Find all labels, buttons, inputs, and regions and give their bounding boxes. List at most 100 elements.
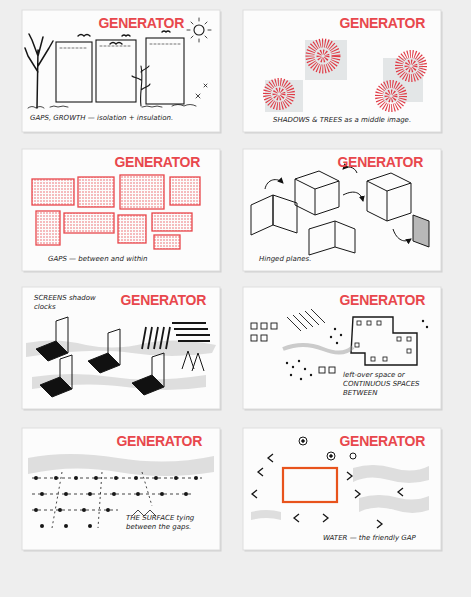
sun — [194, 25, 204, 35]
chevron — [268, 454, 273, 462]
column-square — [377, 321, 381, 325]
building-outline — [351, 317, 417, 365]
chevron — [377, 520, 382, 528]
text-slot: GENERATOR — [99, 16, 184, 31]
text-slot: THE SURFACE tying between the gaps. — [126, 514, 214, 532]
generator-card: GENERATORSCREENS shadow clocks — [22, 287, 220, 409]
standing-screen — [60, 355, 72, 389]
dot — [134, 476, 138, 480]
generator-card: GENERATOR left-over space or CONTINUOUS S… — [243, 287, 441, 409]
birds — [78, 31, 170, 44]
panel-edge — [60, 44, 180, 48]
grey-wash — [283, 345, 353, 353]
dot — [184, 492, 188, 496]
small-square — [251, 323, 257, 329]
chevron-marks — [252, 454, 403, 528]
turn-arrow — [343, 192, 363, 201]
stamped-block — [154, 235, 180, 249]
dot — [88, 492, 92, 496]
stamped-block — [78, 177, 114, 207]
card-sheet — [22, 428, 220, 550]
dot — [64, 492, 68, 496]
hinged-planes-sketch — [251, 167, 429, 255]
left-over-space-plan — [251, 309, 428, 380]
grey-wash — [353, 465, 429, 483]
card-sheet — [243, 287, 441, 409]
dot — [304, 368, 306, 370]
dot — [426, 326, 428, 328]
standing-screen — [152, 353, 164, 387]
dot — [174, 476, 178, 480]
dot — [88, 524, 92, 528]
text-slot: GENERATOR — [340, 16, 425, 31]
dot — [292, 366, 294, 368]
standing-screen — [56, 317, 68, 353]
tree-stamp — [399, 54, 423, 78]
dot — [34, 508, 38, 512]
generator-card: GENERATOR THE SURFACE tying between the g… — [22, 428, 220, 550]
generator-stamp: GENERATOR — [115, 155, 200, 170]
dot — [336, 342, 338, 344]
chevron — [294, 514, 299, 522]
text-slot: GENERATOR — [338, 155, 423, 170]
sun-rays — [187, 18, 211, 42]
standing-screen — [182, 351, 204, 371]
dot — [160, 492, 164, 496]
standing-screen — [108, 329, 120, 365]
tree-stamp — [379, 84, 403, 108]
dot — [114, 476, 118, 480]
stamped-block — [118, 215, 146, 243]
dot — [340, 334, 342, 336]
small-square — [271, 323, 277, 329]
generator-stamp: GENERATOR — [340, 16, 425, 31]
cast-shadow — [132, 375, 164, 395]
small-square — [261, 335, 267, 341]
dot — [154, 476, 158, 480]
dot — [106, 508, 110, 512]
cast-shadow — [88, 353, 120, 373]
chevron — [323, 514, 328, 522]
dot — [310, 374, 312, 376]
handwritten-caption: GAPS, GROWTH — isolation + insulation. — [30, 114, 212, 123]
hatched-area — [287, 309, 325, 331]
tree-stamp — [407, 62, 415, 70]
dot — [300, 378, 302, 380]
screens-sketch — [26, 317, 216, 397]
striped-screen — [172, 323, 210, 341]
handwritten-caption: GAPS — between and within — [48, 255, 208, 264]
generator-stamp: GENERATOR — [99, 16, 184, 31]
tracing-overlay — [383, 58, 423, 102]
column-square — [407, 337, 411, 341]
card-sheet — [243, 149, 441, 271]
text-slot: left-over space or CONTINUOUS SPACES BET… — [343, 371, 435, 397]
wall-panel — [146, 38, 184, 104]
text-slot: SCREENS shadow clocks — [34, 294, 118, 312]
dot — [334, 328, 336, 330]
dot — [54, 476, 58, 480]
circle-symbol — [302, 440, 305, 443]
dot — [64, 524, 68, 528]
tree-stamp — [275, 90, 283, 98]
text-slot: WATER — the friendly GAP — [323, 534, 435, 543]
text-slot: GENERATOR — [340, 293, 425, 308]
tree-stamp — [310, 43, 336, 69]
small-square — [319, 367, 325, 373]
dot — [194, 476, 198, 480]
ground-scribble — [28, 105, 196, 109]
text-slot: GENERATOR — [117, 434, 202, 449]
dot — [40, 524, 44, 528]
circle-symbol — [327, 452, 335, 460]
column-square — [371, 357, 375, 361]
text-slot: SHADOWS & TREES as a middle image. — [273, 116, 433, 125]
card-sheet — [243, 428, 441, 550]
stamped-block — [120, 175, 164, 209]
tree-stamp — [319, 52, 327, 60]
card-sheet — [243, 10, 441, 132]
cast-shadow — [40, 377, 72, 397]
small-square — [251, 335, 257, 341]
column-square — [357, 321, 361, 325]
grey-wash — [359, 495, 429, 513]
dot — [34, 476, 38, 480]
circle-symbol — [350, 453, 356, 459]
